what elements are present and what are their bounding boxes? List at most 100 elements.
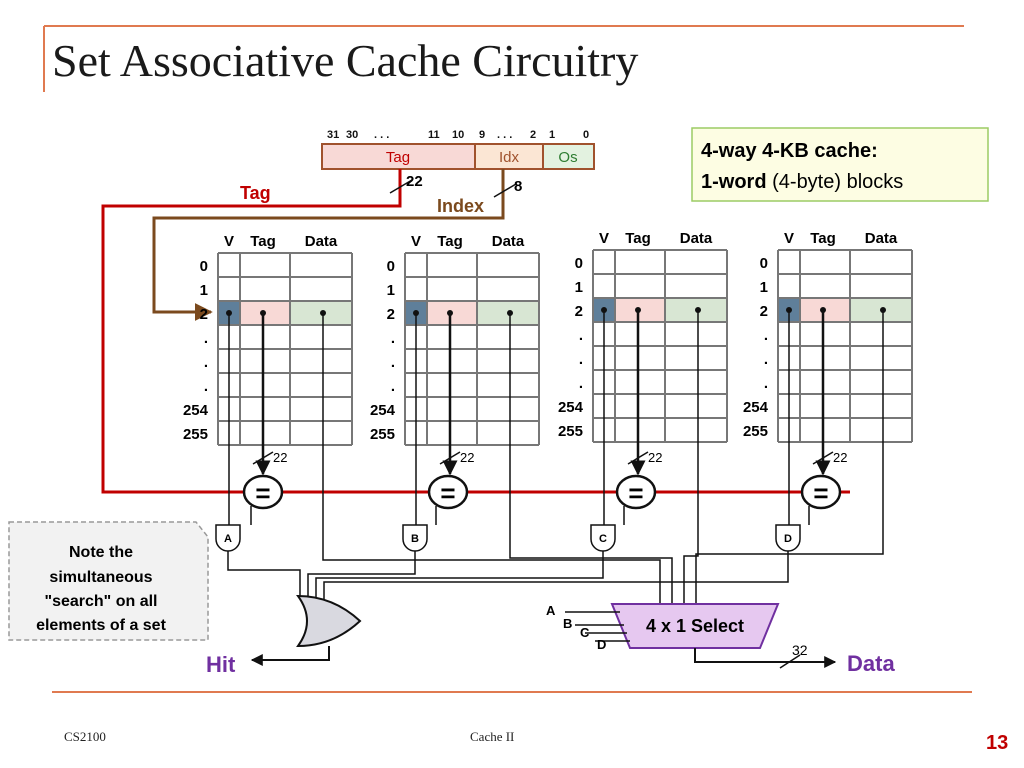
cache-way-2: V Tag Data 0 1 2... 254 255 22 = B (307, 233, 673, 604)
row-label: 0 (200, 258, 208, 275)
footer-course: CS2100 (64, 729, 106, 744)
hit-wire (227, 551, 301, 598)
note-line-2: simultaneous (49, 569, 152, 586)
row-label: . (204, 354, 208, 371)
row-label: 2 (575, 303, 583, 320)
tag-comparator (800, 474, 842, 510)
tag-route (101, 169, 850, 494)
select-input-d: D (597, 637, 606, 652)
bit-2: 2 (530, 129, 536, 141)
data-wire (509, 313, 673, 604)
and-gate-label: C (599, 533, 607, 545)
row-label: 255 (370, 426, 395, 443)
row-label: 1 (387, 282, 395, 299)
header-tag: Tag (625, 230, 651, 247)
bit-10: 10 (452, 129, 464, 141)
slide-frame-lines (43, 25, 972, 693)
idx-width-label: 8 (514, 178, 522, 195)
data-wire (322, 313, 661, 604)
row-label: 2 (760, 303, 768, 320)
row-label: 2 (200, 306, 208, 323)
row-label: 255 (743, 423, 768, 440)
tag-line-label: Tag (240, 183, 271, 203)
bit-0: 0 (583, 129, 589, 141)
header-tag: Tag (250, 233, 276, 250)
tag-comparator (242, 474, 284, 510)
row-label: . (391, 330, 395, 347)
row-label: 254 (370, 402, 396, 419)
row-label: 254 (183, 402, 209, 419)
header-data: Data (680, 230, 713, 247)
row-label: 2 (387, 306, 395, 323)
bit-dots-2: . . . (497, 129, 512, 141)
row-label: 1 (575, 279, 583, 296)
note-line-1: Note the (69, 544, 133, 561)
compare-width-label: 22 (460, 450, 474, 465)
compare-width-label: 22 (833, 450, 847, 465)
hit-wire (307, 551, 416, 602)
bit-30: 30 (346, 129, 358, 141)
cache-way-3: V Tag Data 0 1 2... 254 255 22 = C (315, 230, 728, 606)
note-callout: Note the simultaneous "search" on all el… (8, 521, 209, 641)
header-tag: Tag (437, 233, 463, 250)
and-gate-label: B (411, 533, 419, 545)
row-label: . (764, 375, 768, 392)
header-v: V (224, 233, 234, 250)
comparator-symbol: = (440, 478, 455, 508)
compare-width-label: 22 (648, 450, 662, 465)
info-line-2: 1-word (4-byte) blocks (701, 171, 903, 193)
header-tag: Tag (810, 230, 836, 247)
row-label: 0 (387, 258, 395, 275)
tag-comparator (427, 474, 469, 510)
row-label: 1 (760, 279, 768, 296)
bit-9: 9 (479, 129, 485, 141)
tag-width-slash (389, 179, 413, 194)
row-label: 254 (743, 399, 769, 416)
comparator-symbol: = (628, 478, 643, 508)
header-data: Data (492, 233, 525, 250)
output-width-label: 32 (792, 642, 808, 658)
hit-label: Hit (206, 652, 236, 677)
idx-width-slash (493, 183, 517, 198)
row-label: 255 (558, 423, 583, 440)
row-label: 0 (760, 255, 768, 272)
row-label: . (764, 327, 768, 344)
os-field-label: Os (558, 149, 577, 166)
select-mux: 4 x 1 Select A B C D 32 Data (546, 603, 895, 676)
and-gate-label: A (224, 533, 232, 545)
compare-width-slash (252, 451, 274, 465)
select-label: 4 x 1 Select (646, 616, 744, 636)
tag-field-label: Tag (386, 149, 410, 166)
index-line-label: Index (437, 196, 484, 216)
bit-11: 11 (428, 129, 440, 141)
tag-comparator (615, 474, 657, 510)
address-format: 31 30 . . . 11 10 9 . . . 2 1 0 Tag Idx … (321, 129, 595, 170)
note-line-4: elements of a set (36, 617, 167, 634)
compare-width-label: 22 (273, 450, 287, 465)
info-line-1: 4-way 4-KB cache: (701, 140, 878, 162)
hit-or-gate: Hit (206, 594, 362, 677)
header-v: V (784, 230, 794, 247)
index-route (152, 169, 505, 321)
data-wire (683, 310, 699, 604)
row-label: 255 (183, 426, 208, 443)
header-v: V (411, 233, 421, 250)
and-gate-label: D (784, 533, 792, 545)
header-data: Data (305, 233, 338, 250)
bit-dots-1: . . . (374, 129, 389, 141)
row-label: . (579, 375, 583, 392)
row-label: . (579, 351, 583, 368)
slide-title: Set Associative Cache Circuitry (52, 35, 639, 86)
row-label: 254 (558, 399, 584, 416)
hit-wire (323, 551, 789, 610)
row-label: 0 (575, 255, 583, 272)
bit-1: 1 (549, 129, 555, 141)
select-input-c: C (580, 625, 590, 640)
idx-field-label: Idx (499, 149, 520, 166)
row-label: . (579, 327, 583, 344)
